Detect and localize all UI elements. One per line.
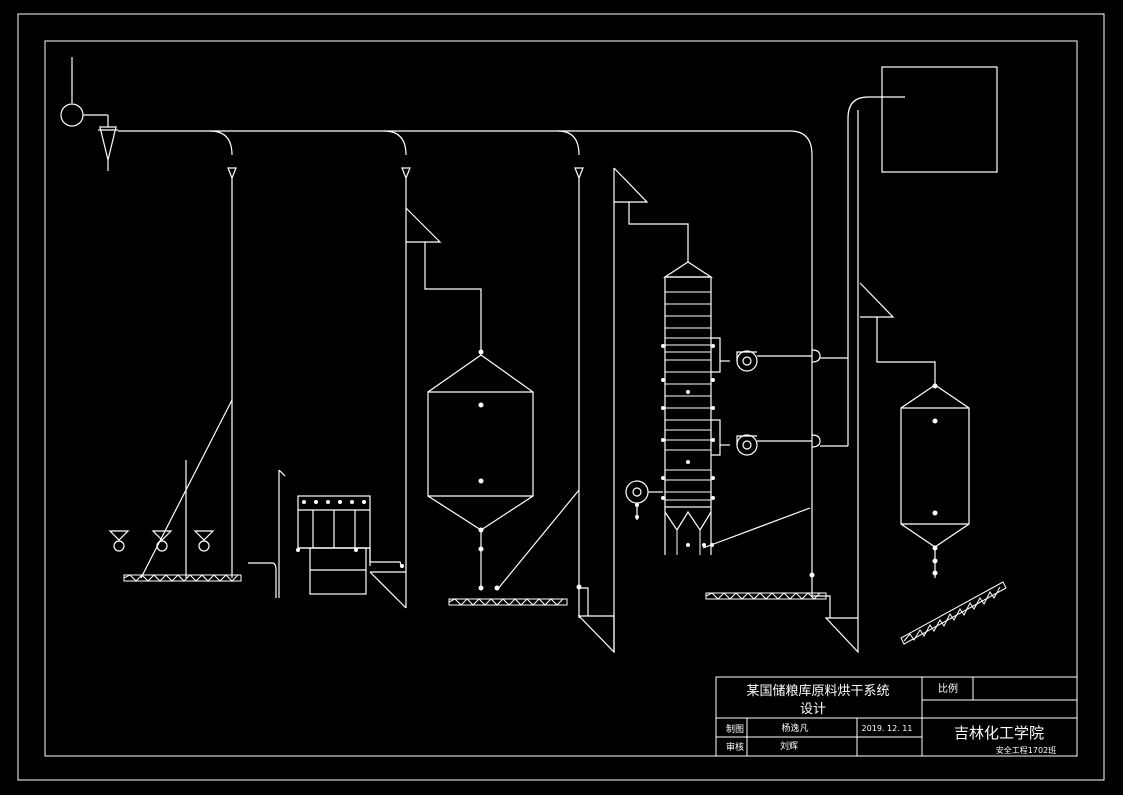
school-name: 吉林化工学院 (954, 724, 1044, 742)
scale-label: 比例 (938, 682, 958, 695)
inclined-conveyor (900, 581, 1007, 645)
drawn-by: 杨逸凡 (781, 722, 808, 734)
drawing-date: 2019. 12. 11 (862, 724, 913, 733)
storage-bin-1 (427, 349, 580, 591)
hot-air-fan (625, 480, 663, 520)
checked-label: 审核 (726, 741, 744, 753)
cleaning-screen (296, 495, 407, 609)
main-header-duct (118, 130, 813, 578)
dryer-tower (661, 261, 721, 555)
bucket-elevator-2 (405, 178, 482, 608)
drawing-frame (17, 13, 1105, 781)
title-block: 某国储粮库原料烘干系统 设计 比例 制图 杨逸凡 2019. 12. 11 审核… (715, 676, 1078, 757)
checked-by: 刘辉 (780, 740, 798, 752)
drawing-title-line2: 设计 (800, 702, 826, 717)
screw-conveyor-1 (123, 574, 242, 582)
class-name: 安全工程1702班 (996, 745, 1056, 755)
drawing-title-line1: 某国储粮库原料烘干系统 (746, 683, 889, 699)
receiving-hoppers (108, 399, 233, 579)
screw-conveyor-2 (448, 598, 568, 606)
screw-conveyor-3 (702, 507, 827, 600)
storage-bin-2 (900, 383, 970, 578)
dust-duct (809, 66, 998, 654)
exhaust-fans (720, 349, 848, 456)
drawn-label: 制图 (726, 723, 744, 735)
bucket-elevator-4 (859, 282, 936, 385)
feed-fan-cyclone (60, 57, 118, 171)
small-elevator (248, 469, 286, 598)
bucket-elevator-3 (576, 167, 689, 654)
